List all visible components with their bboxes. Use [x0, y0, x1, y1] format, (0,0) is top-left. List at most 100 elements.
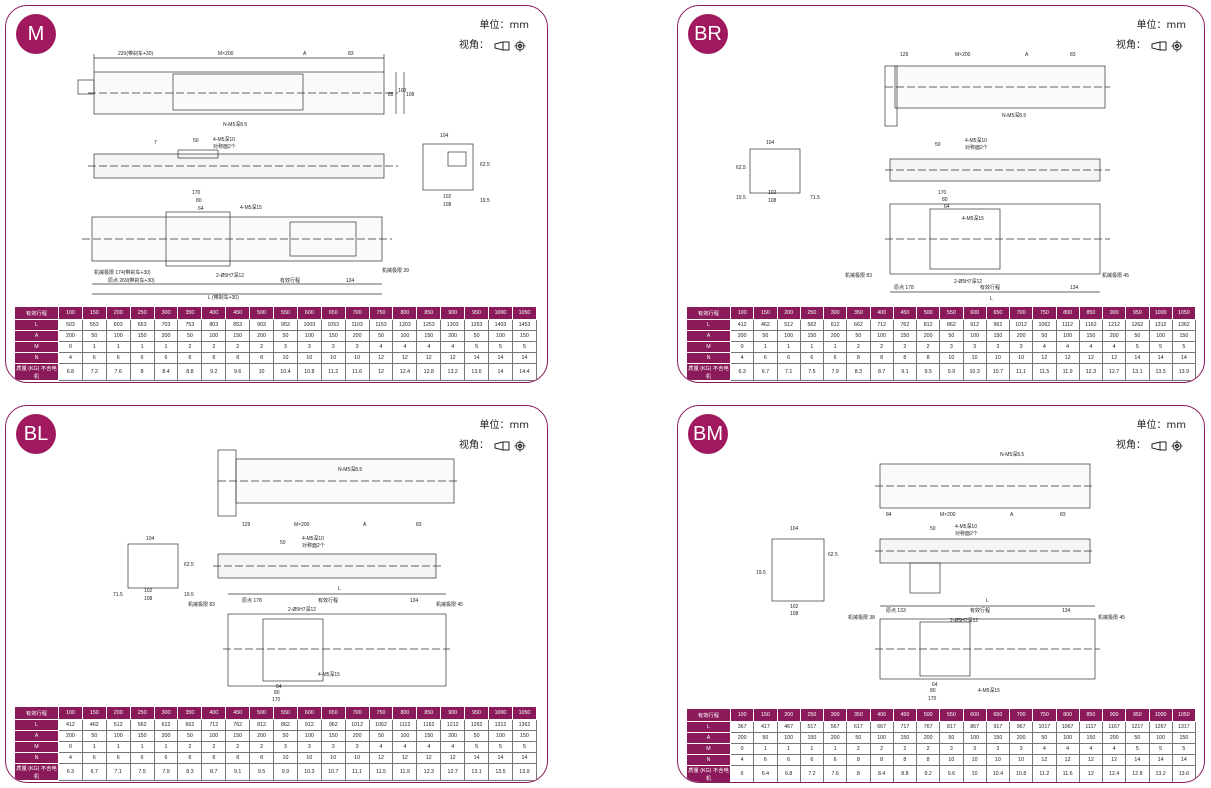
- header-cell: 650: [320, 706, 346, 720]
- unit-label: 单位：mm: [1136, 20, 1186, 31]
- model-badge: BM: [688, 414, 728, 454]
- dim-m200: M×200: [955, 52, 971, 58]
- table-cell: 412: [729, 319, 755, 331]
- table-cell: 12: [1032, 754, 1057, 766]
- table-cell: 11.6: [344, 363, 370, 381]
- table-cell: 2: [915, 743, 941, 755]
- table-cell: 5: [1148, 743, 1173, 755]
- table-cell: 12: [1101, 754, 1127, 766]
- table-cell: 662: [846, 319, 871, 331]
- panel-bl: BL 单位：mm 视角： N-M5深8.5 129 M×200 A 83 104…: [5, 405, 548, 783]
- dim-170: 170: [938, 190, 947, 196]
- table-cell: 5: [1125, 341, 1150, 353]
- table-cell: 14: [1171, 754, 1197, 766]
- table-cell: 10: [296, 352, 322, 364]
- table-cell: 150: [225, 330, 251, 342]
- dim-108: 108: [144, 596, 153, 602]
- table-cell: 13.2: [440, 363, 466, 381]
- table-cell: 10: [962, 754, 987, 766]
- header-cell: 300: [153, 706, 179, 720]
- label-n-m5: N-M5深8.5: [338, 466, 362, 473]
- table-cell: 1403: [488, 319, 513, 331]
- dim-64: 64: [276, 684, 282, 690]
- table-cell: 200: [58, 730, 83, 742]
- table-cell: 1353: [464, 319, 490, 331]
- table-cell: 11.1: [344, 763, 370, 781]
- table-cell: 14: [511, 352, 538, 364]
- table-cell: 1317: [1171, 721, 1197, 733]
- table-cell: 150: [320, 730, 346, 742]
- header-cell: 950: [1125, 708, 1150, 722]
- table-cell: 6: [729, 765, 755, 782]
- table-cell: 5: [488, 741, 513, 753]
- table-cell: 2: [201, 741, 227, 753]
- label-limit-174: 机械极限 174(带刹车+30): [94, 269, 151, 276]
- table-cell: 1153: [368, 319, 394, 331]
- header-cell: 300: [822, 708, 848, 722]
- table-cell: 11.1: [1008, 363, 1034, 381]
- table-cell: 5: [511, 341, 538, 353]
- table-cell: 817: [939, 721, 964, 733]
- table-cell: 712: [201, 719, 227, 731]
- table-cell: 150: [892, 330, 918, 342]
- table-cell: 5: [464, 341, 490, 353]
- table-cell: 4: [1078, 743, 1104, 755]
- label-4-m5-10: 4-M5深10: [955, 523, 977, 530]
- row-label: N: [14, 752, 59, 764]
- table-cell: 2: [225, 741, 251, 753]
- table-cell: 150: [892, 732, 918, 744]
- unit-legend: 单位：mm 视角：: [1116, 16, 1186, 56]
- table-cell: 1: [753, 743, 778, 755]
- row-label: 质量 (KG) 不含电机: [686, 765, 731, 782]
- table-cell: 11.6: [1055, 765, 1080, 782]
- header-cell: 200: [105, 306, 131, 320]
- table-cell: 5: [464, 741, 490, 753]
- table-cell: 3: [962, 341, 987, 353]
- dim-64: 64: [198, 206, 204, 212]
- header-cell: 950: [464, 306, 490, 320]
- label-origin-178: 原点 178: [242, 598, 262, 604]
- table-cell: 5: [488, 341, 513, 353]
- table-cell: 6: [799, 352, 825, 364]
- row-label: N: [686, 754, 731, 766]
- dim-170: 170: [272, 697, 281, 703]
- table-cell: 612: [153, 719, 179, 731]
- panel-bm: BM 单位：mm 视角： N-M5深8.5 84 M×200 A 83 104 …: [677, 405, 1205, 783]
- table-cell: 1062: [368, 719, 394, 731]
- table-cell: 2: [249, 341, 275, 353]
- table-cell: 1162: [416, 719, 442, 731]
- table-cell: 11.2: [320, 363, 346, 381]
- table-cell: 2: [177, 741, 203, 753]
- row-label: N: [14, 352, 59, 364]
- header-cell: 900: [440, 706, 466, 720]
- table-cell: 0: [58, 341, 83, 353]
- header-cell: 750: [1032, 306, 1057, 320]
- table-cell: 867: [962, 721, 987, 733]
- header-cell: 750: [1032, 708, 1057, 722]
- table-cell: 10.3: [962, 363, 987, 381]
- dim-102: 102: [144, 588, 153, 594]
- header-cell: 550: [273, 706, 298, 720]
- table-cell: 4: [392, 341, 418, 353]
- table-cell: 2: [915, 341, 941, 353]
- table-cell: 7.2: [81, 363, 107, 381]
- table-cell: 50: [177, 730, 203, 742]
- table-cell: 8.8: [177, 363, 203, 381]
- table-cell: 12: [1078, 754, 1104, 766]
- header-cell: 800: [392, 306, 418, 320]
- table-cell: 150: [799, 732, 825, 744]
- table-cell: 13.9: [1171, 363, 1197, 381]
- unit-legend: 单位：mm 视角：: [1116, 416, 1186, 456]
- header-cell: 400: [201, 706, 227, 720]
- label-limit-39: 机械极限 39: [382, 267, 409, 274]
- header-cell: 700: [344, 306, 370, 320]
- table-cell: 12: [392, 352, 418, 364]
- header-cell: 350: [177, 306, 203, 320]
- label-n-m5: N-M5深8.5: [1002, 112, 1026, 119]
- table-cell: 1312: [1148, 319, 1173, 331]
- model-badge: M: [16, 14, 56, 54]
- dim-104: 104: [790, 526, 799, 532]
- table-cell: 1: [153, 341, 179, 353]
- table-cell: 14: [488, 352, 513, 364]
- table-cell: 1212: [1101, 319, 1127, 331]
